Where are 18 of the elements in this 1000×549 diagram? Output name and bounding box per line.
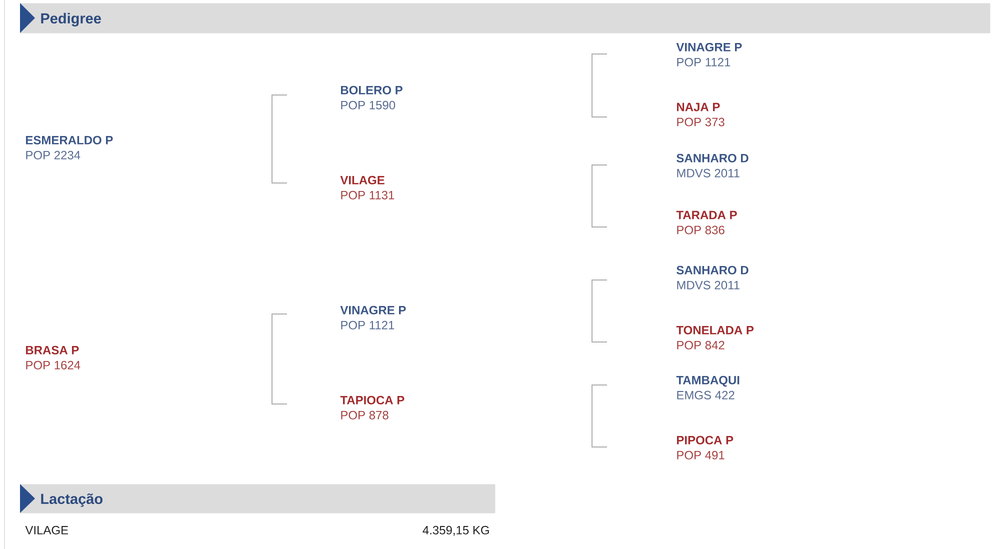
pedigree-entry: TARADA P POP 836 [676,210,737,234]
pedigree-entry: PIPOCA P POP 491 [677,436,734,460]
pedigree-entry: VILAGE POP 1131 [340,176,394,200]
pedigree-entry: BOLERO P POP 1590 [341,86,402,110]
pedigree-entry: TAPIOCA P POP 878 [340,396,404,420]
pedigree-entry: BRASA P POP 1624 [26,346,80,370]
pedigree-entry: SANHARO D MDVS 2011 [676,266,748,290]
section-header: Pedigree [20,3,990,34]
pedigree-entry: SANHARO D MDVS 2011 [676,154,748,178]
row-value: 4.359,15 KG [422,526,489,536]
section-header: Lactação [20,484,496,514]
pedigree-entry: TONELADA P POP 842 [676,326,754,350]
pedigree-entry: VINAGRE P POP 1121 [340,306,406,330]
pedigree-entry: NAJA P POP 373 [677,102,724,126]
pedigree-entry: TAMBAQUI EMGS 422 [676,376,740,400]
row-label: VILAGE [25,526,68,534]
pedigree-entry: VINAGRE P POP 1121 [676,42,742,66]
pedigree-entry: ESMERALDO P POP 2234 [26,136,113,160]
